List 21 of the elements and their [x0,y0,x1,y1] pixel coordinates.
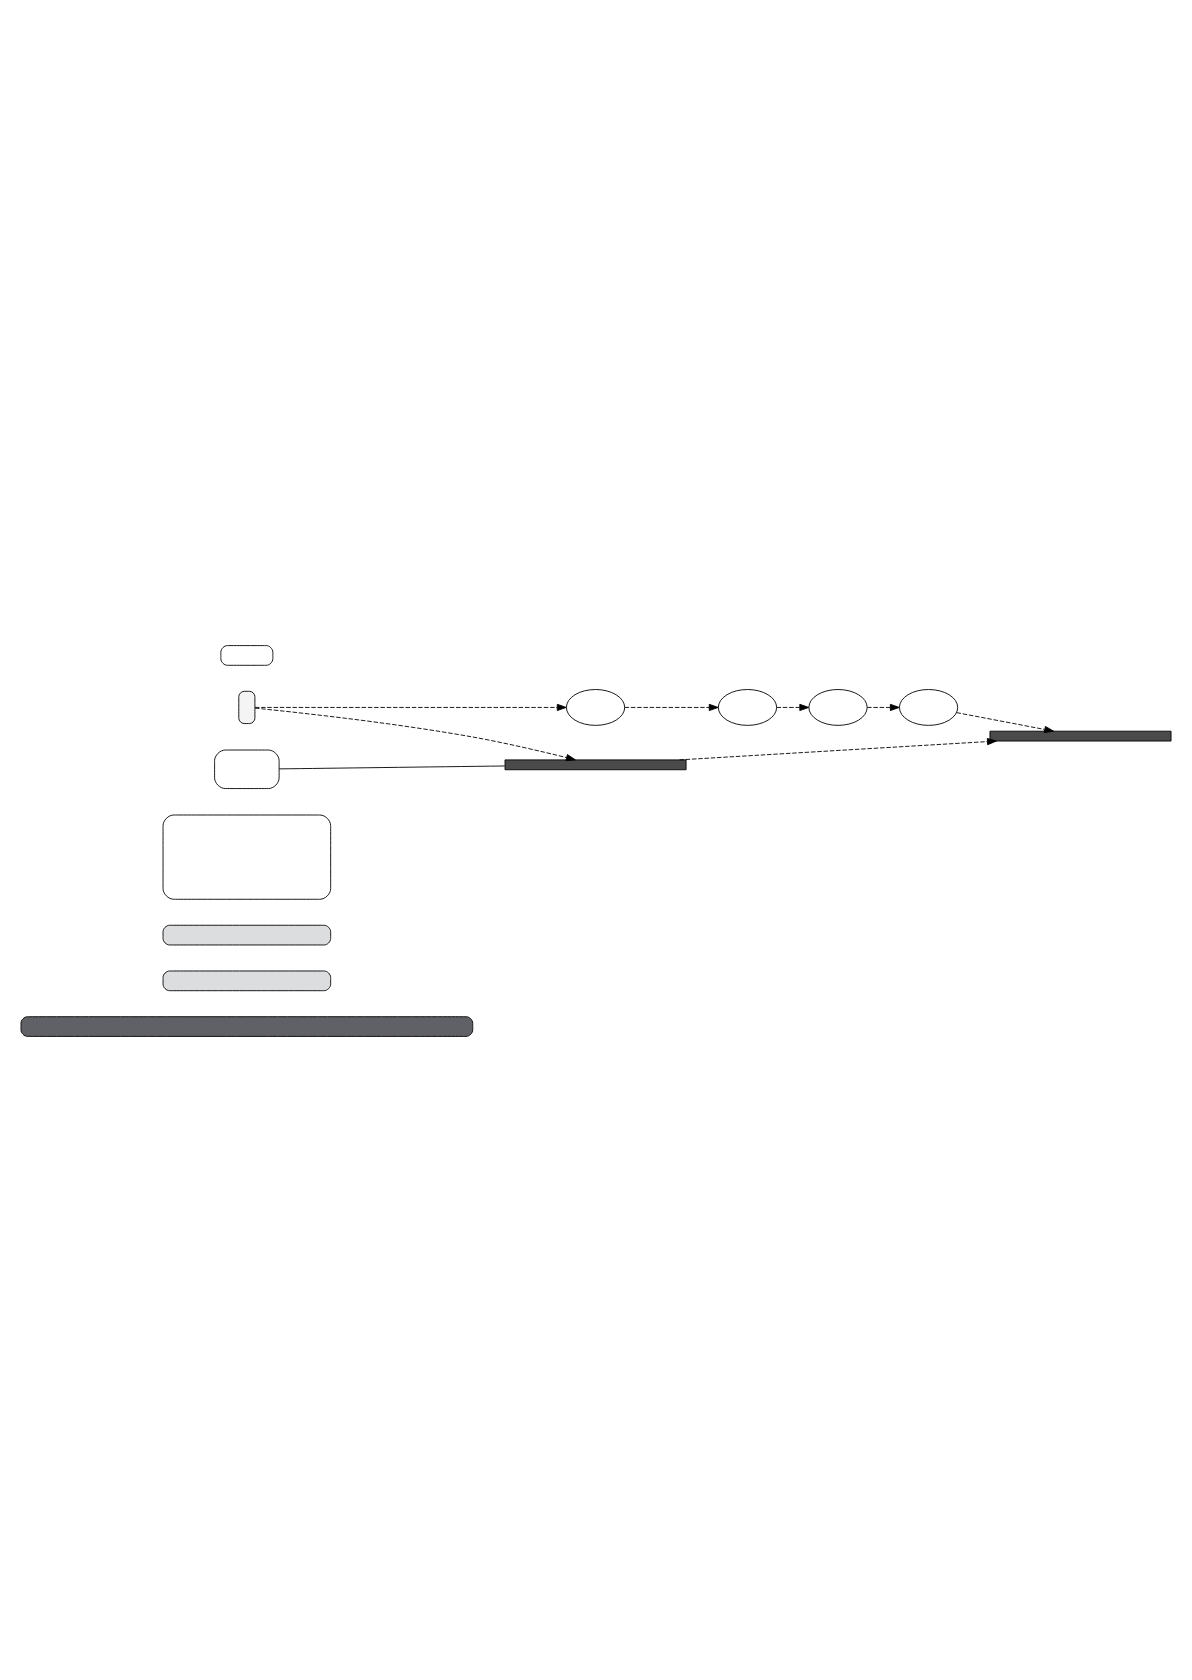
node-ellipse [898,688,959,725]
node-box [162,813,332,899]
arrow [956,711,1055,732]
node-ellipse [717,688,778,725]
node-ellipse [808,688,868,725]
connector [278,764,506,769]
node-box [20,1015,474,1036]
node-phone [238,689,256,724]
node-box [220,644,274,665]
node-bar [504,758,687,770]
arrow [624,702,719,711]
arrow [776,702,810,711]
arrow [254,702,567,711]
node-bar [989,729,1172,741]
node-box [162,969,332,991]
arrow [254,706,576,761]
arrow [679,737,997,760]
node-ellipse [565,688,626,725]
node-box [214,748,280,788]
node-box [162,923,332,945]
arrow [866,702,900,711]
